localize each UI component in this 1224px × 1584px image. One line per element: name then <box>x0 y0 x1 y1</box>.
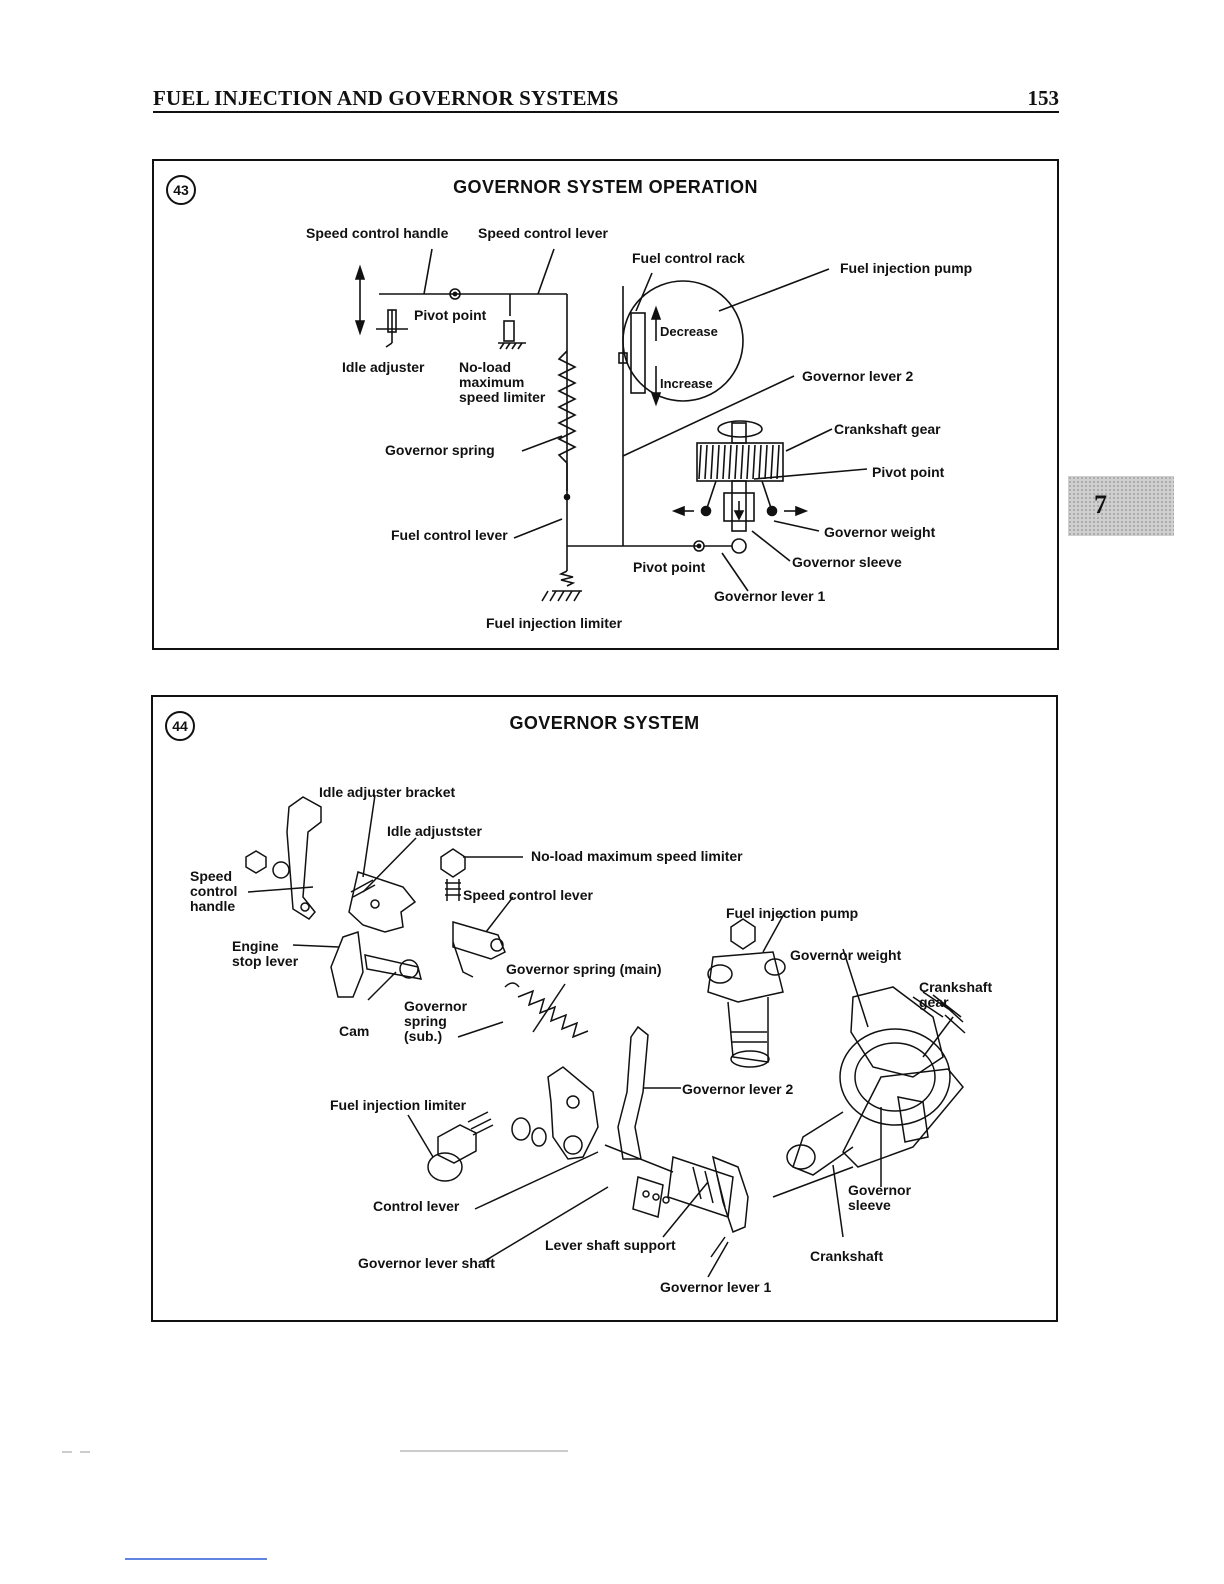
chapter-tab: 7 <box>1068 476 1174 536</box>
label-crankshaft: Crankshaft <box>810 1248 883 1264</box>
label-fuel-control-rack: Fuel control rack <box>632 250 745 266</box>
label-engine-stop-lever-1: Engine <box>232 938 279 954</box>
label-fuel-injection-limiter: Fuel injection limiter <box>330 1097 467 1113</box>
label-governor-weight: Governor weight <box>824 524 936 540</box>
label-idle-adjuster-bracket: Idle adjuster bracket <box>319 784 456 800</box>
label-governor-sleeve-2: sleeve <box>848 1197 891 1213</box>
figure-title: GOVERNOR SYSTEM <box>509 713 700 733</box>
label-governor-weight: Governor weight <box>790 947 902 963</box>
label-governor-lever-2: Governor lever 2 <box>682 1081 793 1097</box>
label-engine-stop-lever-2: stop lever <box>232 953 299 969</box>
label-fuel-injection-limiter: Fuel injection limiter <box>486 615 623 631</box>
label-cam: Cam <box>339 1023 369 1039</box>
label-pivot-point-bottom: Pivot point <box>633 559 706 575</box>
label-speed-control-handle: Speed control handle <box>306 225 449 241</box>
governor-system-exploded-view: Idle adjuster bracket Idle adjustster No… <box>190 784 992 1295</box>
label-pivot-point-top: Pivot point <box>414 307 487 323</box>
page-number: 153 <box>1027 86 1060 110</box>
label-fuel-control-lever: Fuel control lever <box>391 527 508 543</box>
label-crankshaft-gear: Crankshaft gear <box>834 421 941 437</box>
label-governor-sleeve: Governor sleeve <box>792 554 902 570</box>
figure-number-badge: 44 <box>165 711 195 741</box>
governor-operation-schematic: Speed control handle Speed control lever… <box>306 225 972 631</box>
figure-44-governor-system: 44 GOVERNOR SYSTEM <box>151 695 1058 1322</box>
label-no-load-2: maximum <box>459 374 524 390</box>
label-decrease: Decrease <box>660 324 718 339</box>
label-governor-sleeve-1: Governor <box>848 1182 912 1198</box>
label-governor-lever-1: Governor lever 1 <box>660 1279 771 1295</box>
label-no-load-1: No-load <box>459 359 511 375</box>
label-idle-adjuster: Idle adjustster <box>387 823 482 839</box>
label-governor-spring-sub-1: Governor <box>404 998 468 1014</box>
label-speed-control-lever: Speed control lever <box>478 225 608 241</box>
label-pivot-point-right: Pivot point <box>872 464 945 480</box>
label-governor-spring-sub-3: (sub.) <box>404 1028 442 1044</box>
label-governor-spring-main: Governor spring (main) <box>506 961 662 977</box>
label-fuel-injection-pump: Fuel injection pump <box>726 905 858 921</box>
header-rule <box>153 111 1059 113</box>
label-speed-control-handle-2: control <box>190 883 237 899</box>
label-no-load-max-speed-limiter: No-load maximum speed limiter <box>531 848 743 864</box>
label-fuel-injection-pump: Fuel injection pump <box>840 260 972 276</box>
chapter-tab-label: 7 <box>1094 490 1107 519</box>
label-crankshaft-gear-1: Crankshaft <box>919 979 992 995</box>
chapter-title: FUEL INJECTION AND GOVERNOR SYSTEMS <box>153 86 619 110</box>
label-speed-control-lever: Speed control lever <box>463 887 593 903</box>
label-control-lever: Control lever <box>373 1198 460 1214</box>
label-governor-spring-sub-2: spring <box>404 1013 447 1029</box>
label-lever-shaft-support: Lever shaft support <box>545 1237 676 1253</box>
label-governor-lever-2: Governor lever 2 <box>802 368 913 384</box>
label-speed-control-handle-3: handle <box>190 898 235 914</box>
figure-title: GOVERNOR SYSTEM OPERATION <box>453 177 758 197</box>
label-idle-adjuster: Idle adjuster <box>342 359 425 375</box>
label-governor-spring: Governor spring <box>385 442 495 458</box>
label-no-load-3: speed limiter <box>459 389 546 405</box>
label-governor-lever-shaft: Governor lever shaft <box>358 1255 495 1271</box>
figure-43-governor-operation: 43 GOVERNOR SYSTEM OPERATION <box>152 159 1059 650</box>
label-crankshaft-gear-2: gear <box>919 994 949 1010</box>
label-increase: Increase <box>660 376 713 391</box>
label-governor-lever-1: Governor lever 1 <box>714 588 825 604</box>
figure-number-badge: 43 <box>166 175 196 205</box>
label-speed-control-handle-1: Speed <box>190 868 232 884</box>
